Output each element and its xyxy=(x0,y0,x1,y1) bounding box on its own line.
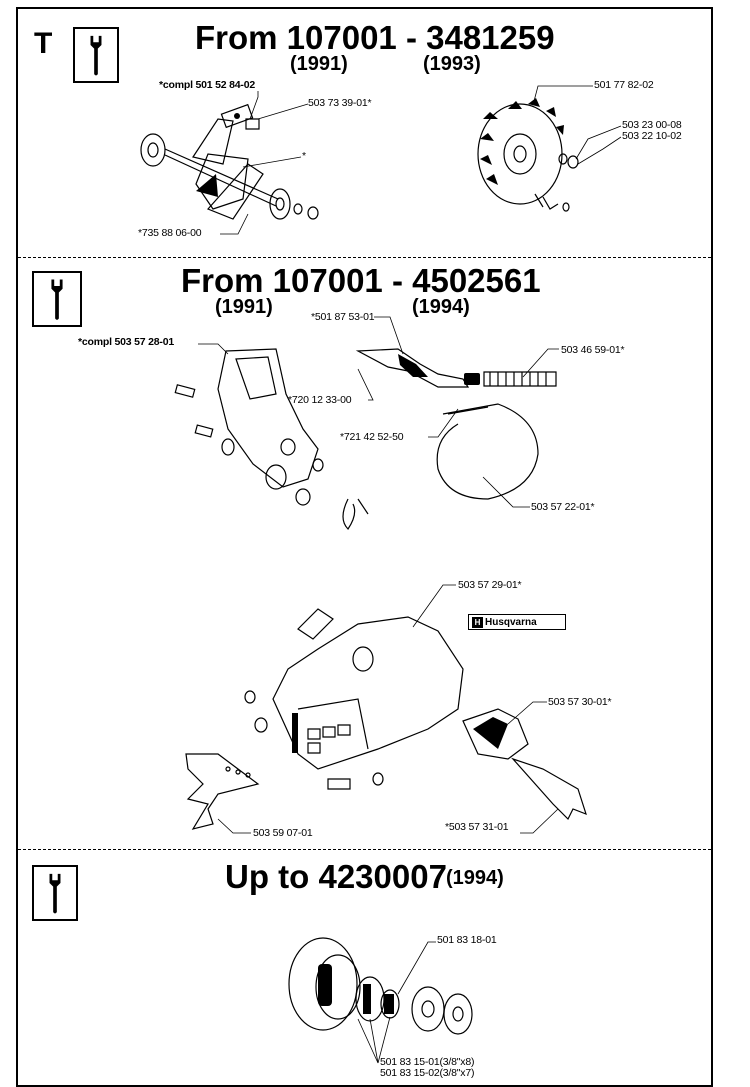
label-lever: *501 87 53-01 xyxy=(311,311,375,323)
husqvarna-logo: H Husqvarna xyxy=(468,614,566,630)
crown-icon: H xyxy=(472,616,483,628)
label-spring: 503 46 59-01* xyxy=(561,344,625,356)
crankshaft-flywheel-drawing xyxy=(18,9,713,259)
label-nut: 503 22 10-02 xyxy=(622,130,682,142)
logo-text: Husqvarna xyxy=(485,616,537,628)
section-divider-1 xyxy=(18,257,711,258)
label-screw: *720 12 33-00 xyxy=(288,394,352,406)
wrench-icon xyxy=(32,271,82,327)
label-brake-band: 503 57 22-01* xyxy=(531,501,595,513)
section2-heading: From 107001 - 4502561 xyxy=(181,262,541,299)
label-crank-compl: *compl 501 52 84-02 xyxy=(159,79,256,91)
label-cover: 503 57 29-01* xyxy=(458,579,522,591)
label-drum-2: 501 83 15-02(3/8"x7) xyxy=(380,1067,475,1079)
section1-heading: From 107001 - 3481259 xyxy=(195,19,555,56)
wrench-icon xyxy=(32,865,78,921)
label-washer: 503 23 00-08 xyxy=(622,119,682,131)
section2-year-right: (1994) xyxy=(412,296,470,318)
label-deflector: 503 57 30-01* xyxy=(548,696,612,708)
label-bearing-1: 503 73 39-01* xyxy=(308,97,372,109)
chain-brake-drawing xyxy=(18,9,713,859)
parts-page: T From 107001 - 3481259 (1991) (1993) xyxy=(16,7,713,1087)
wrench-icon xyxy=(73,27,119,83)
label-bumper: 503 59 07-01 xyxy=(253,827,313,839)
label-flywheel: 501 77 82-02 xyxy=(594,79,654,91)
section3-heading: Up to 4230007 xyxy=(225,858,447,895)
section-marker-t: T xyxy=(34,27,53,60)
clutch-drum-drawing xyxy=(18,9,713,1087)
section-divider-2 xyxy=(18,849,711,850)
label-star: * xyxy=(302,150,306,162)
section2-year-left: (1991) xyxy=(215,296,273,318)
label-guide: *503 57 31-01 xyxy=(445,821,509,833)
label-pin: *721 42 52-50 xyxy=(340,431,404,443)
section1-year-right: (1993) xyxy=(423,53,481,75)
section1-year-left: (1991) xyxy=(290,53,348,75)
label-guard-compl: *compl 503 57 28-01 xyxy=(78,336,175,348)
label-key: *735 88 06-00 xyxy=(138,227,202,239)
label-clutch-bearing: 501 83 18-01 xyxy=(437,934,497,946)
section3-year: (1994) xyxy=(446,867,504,889)
label-drum-1: 501 83 15-01(3/8"x8) xyxy=(380,1056,475,1068)
